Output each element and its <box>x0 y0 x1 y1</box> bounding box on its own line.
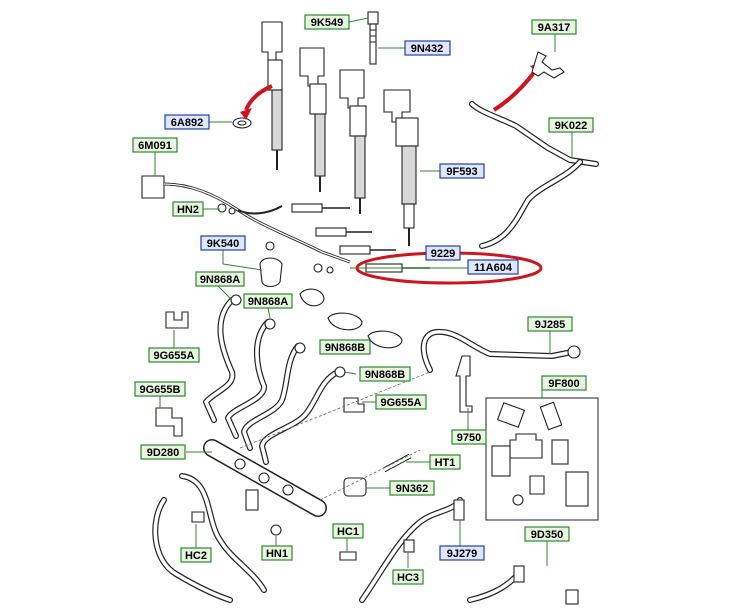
svg-text:9J279: 9J279 <box>447 548 478 560</box>
bracket-9G655A-1 <box>165 311 189 329</box>
svg-text:9G655B: 9G655B <box>140 384 181 396</box>
injector-bolt <box>367 11 379 65</box>
injector-3 <box>339 69 367 214</box>
svg-text:9N868B: 9N868B <box>365 369 405 381</box>
svg-text:6A892: 6A892 <box>171 117 203 129</box>
label-HC1[interactable]: HC1 <box>332 523 364 539</box>
injector-seal <box>259 257 283 288</box>
injector-2 <box>299 47 327 192</box>
svg-text:HT1: HT1 <box>435 457 456 469</box>
svg-text:6M091: 6M091 <box>138 140 172 152</box>
svg-text:9A317: 9A317 <box>538 22 570 34</box>
label-9J279[interactable]: 9J279 <box>439 545 485 561</box>
svg-text:9J285: 9J285 <box>535 319 566 331</box>
glow-plugs <box>217 203 430 274</box>
label-9N868B-1[interactable]: 9N868B <box>319 339 371 355</box>
pressure-sensor <box>455 355 473 413</box>
bracket-9G655A-2 <box>343 397 365 413</box>
pipe-clamps <box>230 288 403 378</box>
svg-text:9K549: 9K549 <box>311 17 343 29</box>
svg-text:HN2: HN2 <box>177 204 199 216</box>
svg-text:HC1: HC1 <box>337 526 359 538</box>
rail-bolt-and-damper <box>239 371 431 501</box>
red-arrow-washer <box>244 84 273 111</box>
svg-text:HC3: HC3 <box>397 572 419 584</box>
svg-text:9G655A: 9G655A <box>381 397 422 409</box>
svg-text:9F800: 9F800 <box>548 378 579 390</box>
supply-pipe <box>420 328 581 373</box>
lower-fuel-pipes <box>152 473 579 605</box>
label-9G655B[interactable]: 9G655B <box>134 381 186 397</box>
filter-kit-box <box>485 397 599 521</box>
svg-text:9G655A: 9G655A <box>154 350 195 362</box>
svg-text:9N432: 9N432 <box>411 43 443 55</box>
label-9N868A-1[interactable]: 9N868A <box>195 271 245 287</box>
injector-group <box>232 11 419 246</box>
svg-text:9229: 9229 <box>431 248 455 260</box>
svg-text:9F593: 9F593 <box>446 166 477 178</box>
label-9F593[interactable]: 9F593 <box>439 163 485 179</box>
svg-text:9750: 9750 <box>457 432 481 444</box>
bracket-9G655B <box>155 407 183 437</box>
svg-text:9N868B: 9N868B <box>325 342 365 354</box>
label-HN1[interactable]: HN1 <box>261 545 293 561</box>
injector-fuel-pipes <box>203 297 341 465</box>
label-HC3[interactable]: HC3 <box>392 569 424 585</box>
leader-lines <box>154 17 573 568</box>
leakoff-clip <box>531 51 565 79</box>
red-arrow-clip <box>492 68 538 112</box>
svg-text:9N868A: 9N868A <box>200 274 240 286</box>
svg-text:HN1: HN1 <box>266 548 288 560</box>
svg-text:9N868A: 9N868A <box>248 296 288 308</box>
label-9N432[interactable]: 9N432 <box>404 40 451 56</box>
label-9K540[interactable]: 9K540 <box>200 235 246 251</box>
svg-text:9N362: 9N362 <box>396 483 428 495</box>
label-9F800[interactable]: 9F800 <box>541 375 587 391</box>
part-labels[interactable]: 9K549 9N432 9A317 6A892 9K022 6M091 9F59… <box>132 14 594 585</box>
leakoff-pipe <box>469 101 599 249</box>
label-9K549[interactable]: 9K549 <box>304 14 350 30</box>
fuel-rail <box>203 439 327 536</box>
svg-text:9K022: 9K022 <box>555 120 587 132</box>
label-9N362[interactable]: 9N362 <box>389 480 435 496</box>
label-9N868B-2[interactable]: 9N868B <box>359 366 411 382</box>
svg-text:9D350: 9D350 <box>531 529 563 541</box>
svg-text:9D280: 9D280 <box>147 447 179 459</box>
label-9229[interactable]: 9229 <box>425 245 461 261</box>
label-9K022[interactable]: 9K022 <box>548 117 594 133</box>
svg-text:11A604: 11A604 <box>474 262 513 274</box>
label-9D350[interactable]: 9D350 <box>524 526 570 542</box>
label-HN2[interactable]: HN2 <box>172 201 204 217</box>
label-6M091[interactable]: 6M091 <box>132 137 178 153</box>
glow-plug-harness <box>141 175 351 264</box>
svg-text:9K540: 9K540 <box>207 238 239 250</box>
label-9A317[interactable]: 9A317 <box>531 19 577 35</box>
injector-1 <box>261 21 283 170</box>
label-9D280[interactable]: 9D280 <box>140 444 186 460</box>
svg-text:HC2: HC2 <box>185 550 207 562</box>
injector-4 <box>383 89 419 246</box>
label-9G655A-2[interactable]: 9G655A <box>375 394 427 410</box>
label-9J285[interactable]: 9J285 <box>527 316 573 332</box>
label-HT1[interactable]: HT1 <box>429 454 461 470</box>
label-HC2[interactable]: HC2 <box>180 547 212 563</box>
label-9750[interactable]: 9750 <box>451 429 487 445</box>
label-6A892[interactable]: 6A892 <box>164 114 210 130</box>
label-9G655A-1[interactable]: 9G655A <box>148 347 200 363</box>
label-11A604[interactable]: 11A604 <box>467 259 519 275</box>
label-9N868A-2[interactable]: 9N868A <box>243 293 293 309</box>
